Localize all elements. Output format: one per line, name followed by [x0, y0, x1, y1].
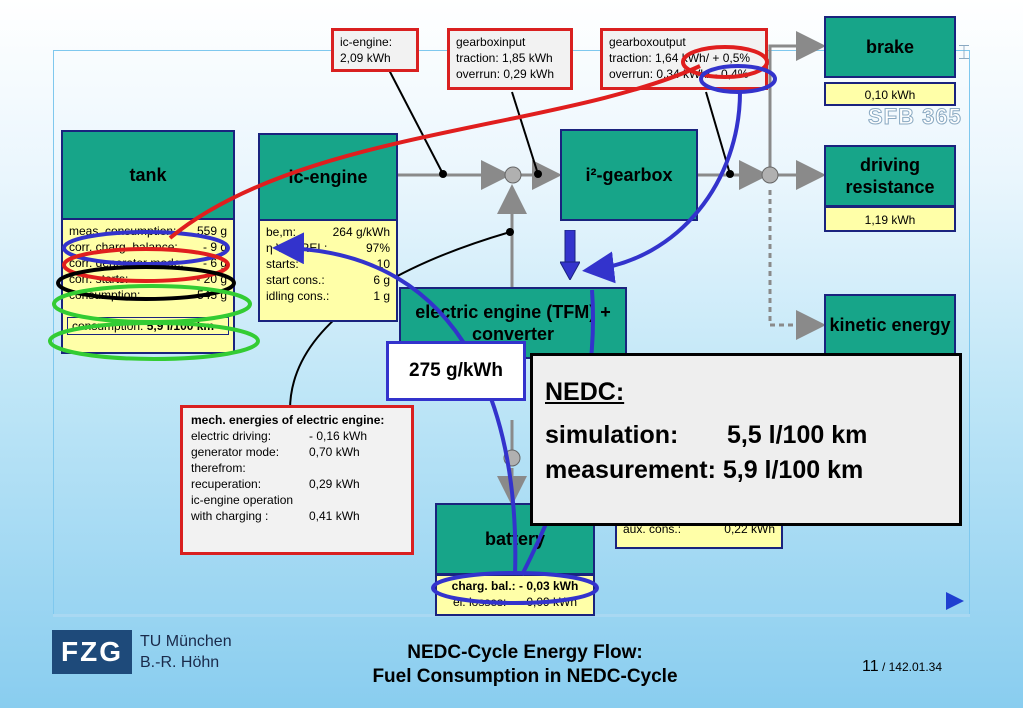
ellipse-blue-gearbox [699, 64, 777, 94]
junction-gearbox [504, 166, 522, 184]
mech-row: generator mode:0,70 kWh [191, 445, 360, 459]
ellipse-blue-tank [62, 230, 230, 266]
ice-title: ic-engine: [340, 35, 393, 49]
gearbox-label: i²-gearbox [585, 165, 673, 185]
tank-label: tank [129, 165, 167, 185]
block-gearbox: i²-gearbox [560, 129, 698, 221]
mech-title: mech. energies of electric engine: [191, 413, 385, 427]
ellipse-green-tank [52, 284, 252, 324]
pointer-ice [387, 67, 444, 175]
gbin-overrun: overrun: 0,29 kWh [456, 67, 555, 81]
engine-values: be,m:264 g/kWh η VM, REL:97% starts:10 s… [258, 219, 398, 322]
engine-row: start cons.:6 g [266, 273, 390, 287]
ellipse-red-tank [62, 247, 230, 283]
play-icon[interactable] [944, 590, 966, 617]
curve-blue-engine [272, 232, 518, 576]
ellipse-blue-battery [431, 571, 599, 605]
ellipse-black-tank [56, 265, 236, 301]
pointer-gbin [511, 91, 539, 175]
driving-resistance-label: driving resistance [845, 155, 935, 197]
brake-value: 0,10 kWh [824, 82, 956, 106]
info-gearbox-input: gearboxinput traction: 1,85 kWh overrun:… [447, 28, 573, 90]
brake-label: brake [865, 37, 915, 57]
page-date: / 142.01.34 [878, 660, 942, 674]
mech-row: electric driving:- 0,16 kWh [191, 429, 368, 443]
electric-engine-label: electric engine (TFM) + converter [415, 302, 611, 344]
ellipse-green-consumption [48, 321, 260, 361]
flow-to-brake [768, 31, 826, 170]
info-ic-engine: ic-engine: 2,09 kWh [331, 28, 419, 72]
page-number: 11 / 142.01.34 [862, 658, 942, 676]
curve-red [168, 64, 701, 240]
block-brake: brake [824, 16, 956, 78]
gbout-traction: traction: 1,64 kWh/ + 0,5% [609, 51, 751, 65]
callout-275: 275 g/kWh [386, 341, 526, 401]
down-arrow-icon [559, 229, 581, 282]
mech-row: therefrom: [191, 461, 246, 475]
junction-output [761, 166, 779, 184]
fzg-logo: FZG [52, 630, 132, 674]
university-name: TU München [140, 633, 232, 650]
ellipse-red-gearbox [681, 45, 769, 79]
nedc-simulation: simulation: 5,5 l/100 km [545, 421, 868, 449]
watermark-icon: ⌶ [958, 42, 970, 64]
author-name: B.-R. Höhn [140, 654, 220, 671]
gbin-title: gearboxinput [456, 35, 526, 49]
battery-charge: charg. bal.: - 0,03 kWh [451, 579, 579, 593]
nedc-panel: NEDC: simulation: 5,5 l/100 km measureme… [530, 353, 962, 526]
page-index: 11 [862, 658, 879, 675]
kinetic-energy-label: kinetic energy [829, 315, 951, 335]
footer-title-2: Fuel Consumption in NEDC-Cycle [372, 666, 678, 687]
nedc-measurement: measurement: 5,9 l/100 km [545, 456, 864, 484]
info-mech-energies: mech. energies of electric engine: elect… [180, 405, 414, 555]
mech-row: recuperation:0,29 kWh [191, 477, 360, 491]
flow-to-kinetic [768, 190, 826, 340]
mech-row: with charging :0,41 kWh [191, 509, 360, 523]
gbout-title: gearboxoutput [609, 35, 686, 49]
driving-value: 1,19 kWh [824, 206, 956, 232]
ic-engine-label: ic-engine [288, 167, 368, 187]
footer-title-1: NEDC-Cycle Energy Flow: [407, 642, 643, 663]
watermark-sfb: SFB 365 [868, 104, 962, 130]
mech-row: ic-engine operation [191, 493, 294, 507]
nedc-heading: NEDC: [545, 378, 625, 406]
curve-blue-gearbox [582, 91, 742, 284]
block-driving-resistance: driving resistance [824, 145, 956, 207]
gbin-traction: traction: 1,85 kWh [456, 51, 553, 65]
engine-row: idling cons.:1 g [266, 289, 390, 303]
block-kinetic-energy: kinetic energy [824, 294, 956, 356]
ice-value: 2,09 kWh [340, 51, 391, 65]
